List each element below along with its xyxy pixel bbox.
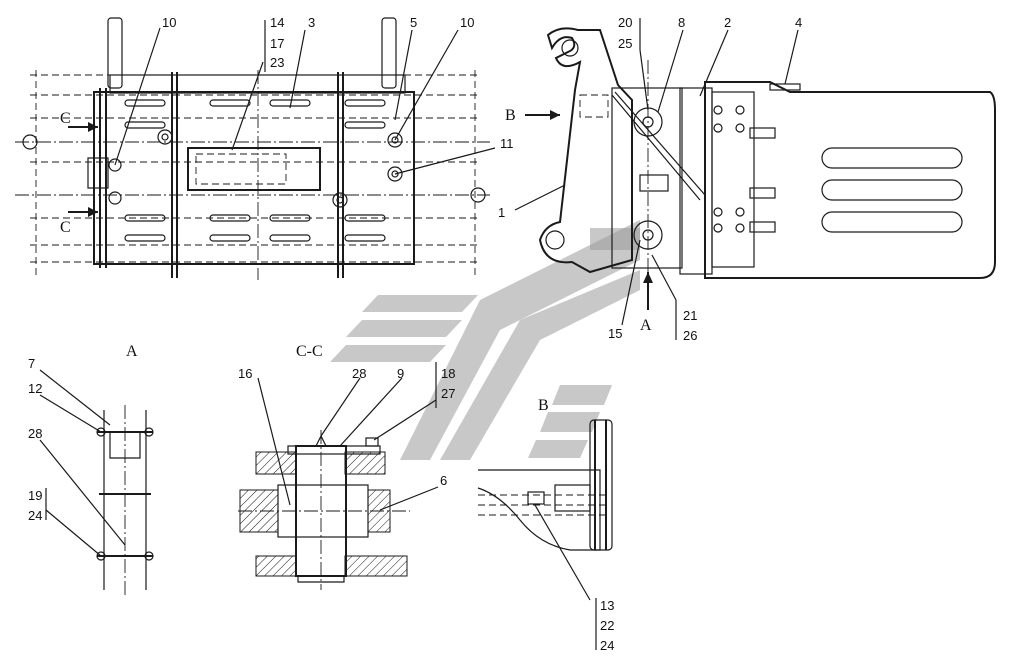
callout-2: 2 — [724, 15, 731, 30]
callout-23: 23 — [270, 55, 284, 70]
view-a-title: A — [126, 343, 138, 360]
callout-19: 19 — [28, 488, 42, 503]
section-cc — [238, 362, 439, 590]
callout-21: 21 — [683, 308, 697, 323]
callouts-view-b: B 13 22 24 — [538, 397, 614, 653]
callout-1: 1 — [498, 205, 505, 220]
slots-right — [821, 147, 963, 233]
callout-24-b: 24 — [600, 638, 614, 653]
callouts-section-cc: C-C 16 28 9 18 27 6 — [238, 343, 455, 488]
view-marker-b: B — [505, 107, 516, 124]
callout-18: 18 — [441, 366, 455, 381]
callout-28-cc: 28 — [352, 366, 366, 381]
section-marker-c-top: C — [60, 110, 71, 127]
callout-11: 11 — [500, 136, 514, 151]
callout-6: 6 — [440, 473, 447, 488]
callout-26: 26 — [683, 328, 697, 343]
callout-24-a: 24 — [28, 508, 42, 523]
callouts-view-a: A 7 12 28 19 24 — [28, 343, 138, 523]
callout-14: 14 — [270, 15, 284, 30]
callout-10b: 10 — [460, 15, 474, 30]
view-marker-a: A — [640, 317, 652, 334]
callout-28-a: 28 — [28, 426, 42, 441]
callout-4: 4 — [795, 15, 802, 30]
detail-view-a — [39, 369, 154, 595]
callout-10a: 10 — [162, 15, 176, 30]
callout-25: 25 — [618, 36, 632, 51]
callout-7: 7 — [28, 356, 35, 371]
callout-5: 5 — [410, 15, 417, 30]
watermark-logo — [330, 220, 640, 460]
callouts-top-right: 20 25 8 2 4 B 1 15 A 21 26 — [498, 15, 802, 343]
plan-view-assembly — [15, 17, 496, 280]
callout-16: 16 — [238, 366, 252, 381]
section-marker-c-bottom: C — [60, 219, 71, 236]
callouts-top-left: 10 14 17 23 3 5 10 11 C C — [60, 15, 514, 236]
callout-20: 20 — [618, 15, 632, 30]
detail-view-b — [477, 419, 613, 650]
section-cc-title: C-C — [296, 343, 323, 360]
callout-12: 12 — [28, 381, 42, 396]
callout-8: 8 — [678, 15, 685, 30]
callout-27: 27 — [441, 386, 455, 401]
callout-9: 9 — [397, 366, 404, 381]
callout-17: 17 — [270, 36, 284, 51]
side-view-assembly — [514, 18, 996, 340]
callout-15: 15 — [608, 326, 622, 341]
callout-13: 13 — [600, 598, 614, 613]
callout-22: 22 — [600, 618, 614, 633]
slot-pattern — [124, 99, 386, 242]
view-b-title: B — [538, 397, 549, 414]
callout-3: 3 — [308, 15, 315, 30]
